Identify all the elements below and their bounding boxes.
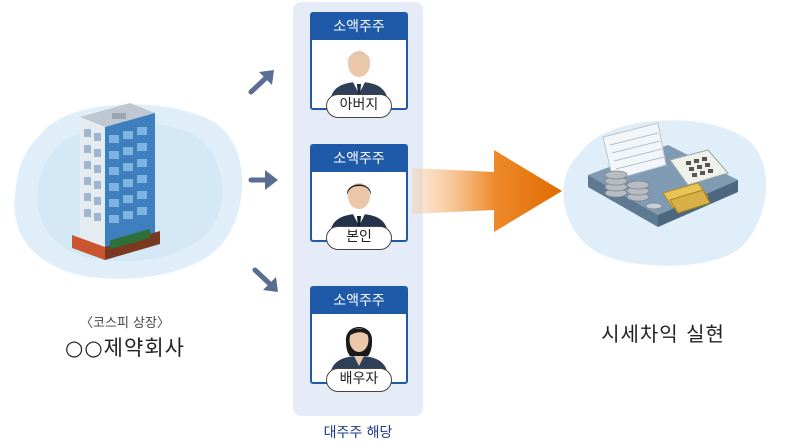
shareholder-card-head: 소액주주 [312, 288, 406, 314]
shareholder-card-tag: 배우자 [326, 368, 392, 392]
capital-gain-caption: 시세차익 실현 [601, 322, 725, 346]
calculator-coins-icon [588, 122, 738, 227]
shareholder-card-father: 소액주주 아버지 [310, 12, 408, 118]
shareholder-card-head: 소액주주 [312, 14, 406, 40]
company-listing-label: 〈코스피 상장〉 [80, 316, 170, 331]
money-illustration [563, 120, 767, 266]
arrow-up-right-icon [248, 70, 274, 95]
arrow-down-right-icon [252, 267, 278, 292]
shareholder-card-head: 소액주주 [312, 146, 406, 172]
company-building-illustration [14, 103, 243, 279]
shareholder-card-spouse: 소액주주 배우자 [310, 286, 408, 392]
shareholder-card-tag: 아버지 [326, 94, 392, 118]
arrow-right-icon [248, 170, 278, 190]
shareholder-card-self: 소액주주 본인 [310, 144, 408, 250]
office-building-icon [72, 103, 160, 260]
major-shareholder-caption: 대주주 해당 [323, 425, 393, 441]
shareholder-card-tag: 본인 [326, 226, 392, 250]
company-name: ○○제약회사 [65, 336, 185, 360]
big-arrow-right-icon [412, 150, 562, 232]
